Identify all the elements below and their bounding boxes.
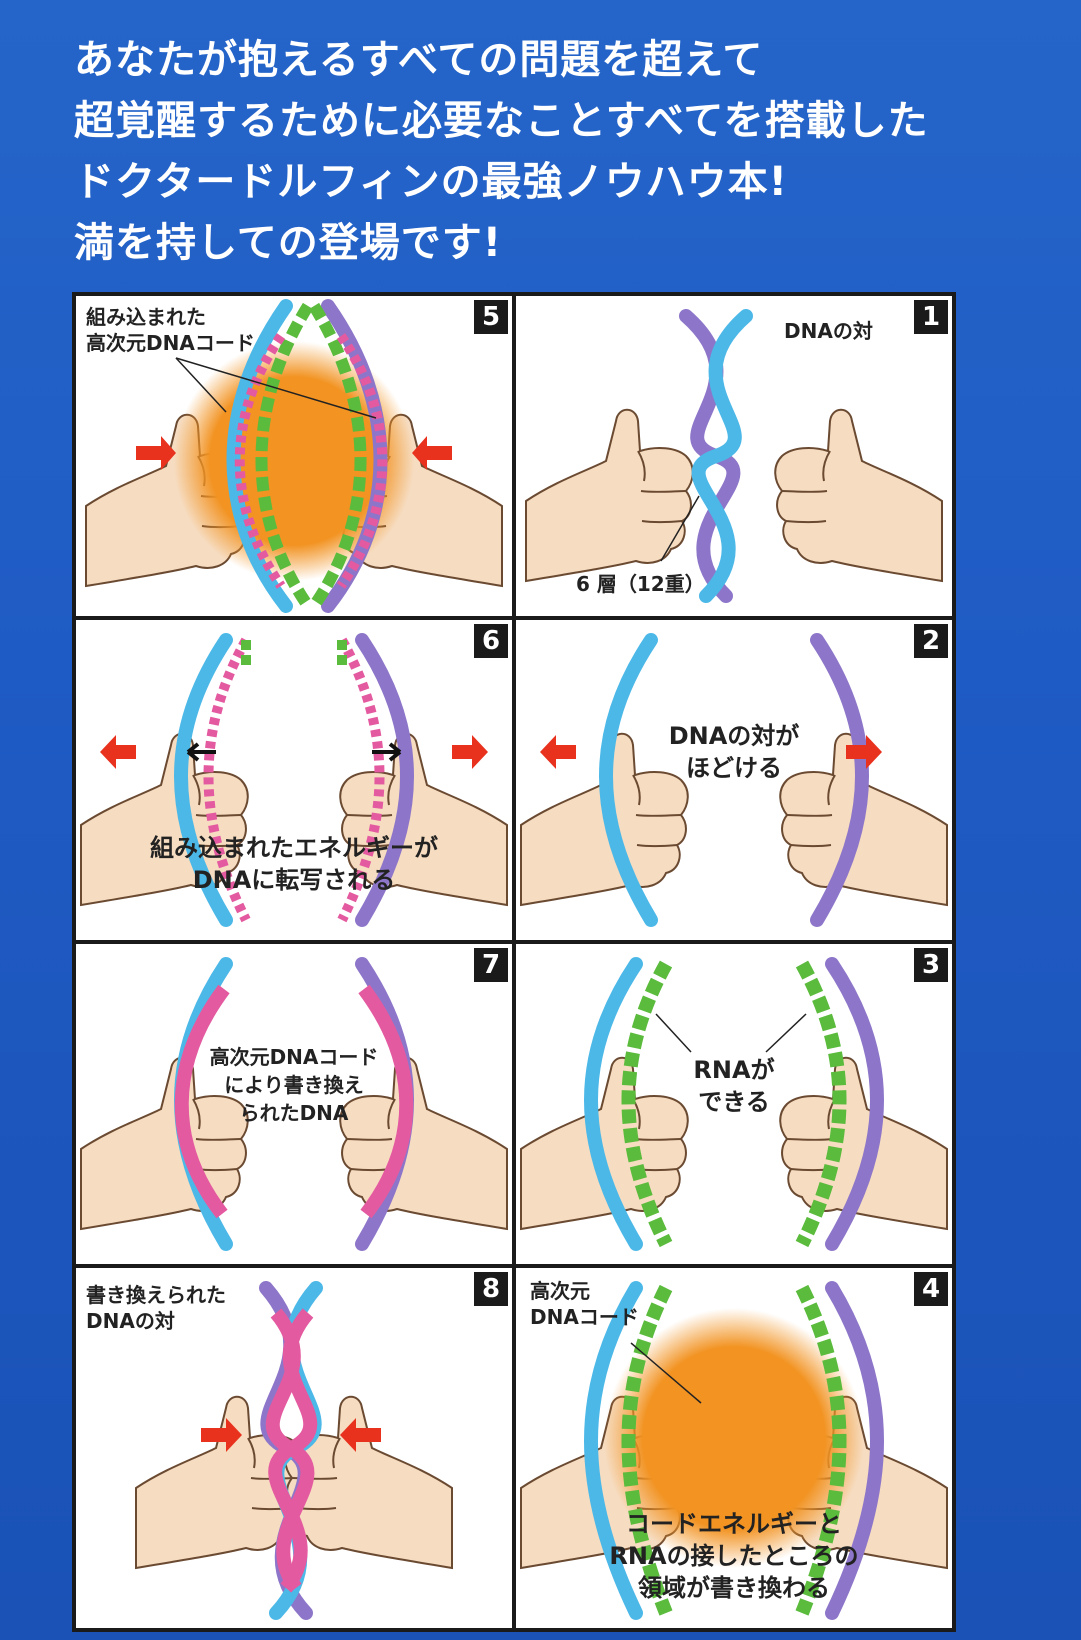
label-line-1: 書き換えられた: [86, 1283, 226, 1307]
dna-strand-blue: [584, 1281, 643, 1620]
arrow-left: [100, 735, 136, 769]
panel-8: 8 書き換えられた DNAの対: [76, 1268, 512, 1628]
panel-4-illustration: [520, 1281, 952, 1620]
headline-line-2: 超覚醒するために必要なことすべてを搭載した: [74, 98, 929, 144]
rewritten-right: [358, 984, 414, 1219]
headline-line-3: ドクタードルフィンの最強ノウハウ本!: [74, 159, 788, 205]
panel-1-illustration: [525, 309, 952, 603]
arrow-left: [340, 1418, 381, 1452]
dna-strand-blue: [584, 957, 643, 1251]
rna-strand-right: [795, 960, 847, 1248]
dna-strand-blue: [599, 633, 658, 927]
rewritten-left: [174, 984, 230, 1219]
code-strand-left: [234, 333, 286, 589]
dna-pair-label: DNAの対: [784, 319, 873, 343]
dna-strand-blue: [691, 309, 753, 603]
caption-line-2: DNAに転写される: [192, 866, 396, 894]
code-strand-right: [337, 637, 385, 923]
headline-line-4: 満を持しての登場です!: [74, 220, 503, 266]
caption-line-1: 組み込まれたエネルギーが: [150, 834, 438, 862]
caption-line-1: DNAの対が: [668, 722, 800, 750]
rna-strand-left: [621, 1284, 673, 1616]
caption-line-1: RNAが: [693, 1056, 775, 1084]
dna-strand-blue: [174, 633, 233, 927]
caption-line-2: ほどける: [686, 754, 782, 782]
panel-4: 4 高次元 DNAコード コードエネルギーと RNAの接したところの 領域が書き…: [516, 1268, 952, 1628]
caption-line-3: られたDNA: [239, 1101, 349, 1125]
rna-strand-right: [795, 1284, 847, 1616]
arrow-right: [201, 1418, 242, 1452]
panel-number: 3: [914, 948, 948, 982]
panel-number: 6: [474, 624, 508, 658]
panel-7-illustration: [80, 957, 512, 1251]
panel-6: 6 組み込まれたエネルギーが DNAに転写される: [76, 620, 512, 940]
panel-2-illustration: [520, 633, 952, 927]
caption-line-1: コードエネルギーと: [626, 1510, 842, 1538]
label-line-2: DNAコード: [530, 1305, 639, 1329]
dna-strand-purple: [355, 633, 414, 927]
caption-line-2: RNAの接したところの: [609, 1542, 859, 1570]
arrow-right: [846, 735, 882, 769]
dna-strand-purple: [825, 1281, 884, 1620]
dna-strand-purple: [810, 633, 869, 927]
panel-5-illustration: [85, 299, 512, 613]
label-line-1: 高次元: [530, 1279, 590, 1303]
panel-5: 5 組み込まれた 高次元DNAコード: [76, 296, 512, 616]
caption-line-2: により書き換え: [224, 1073, 364, 1097]
arrow-left: [540, 735, 576, 769]
code-strand-right: [336, 333, 388, 589]
headline: あなたが抱えるすべての問題を超えて 超覚醒するために必要なことすべてを搭載した …: [74, 30, 1054, 274]
dna-strand-blue: [226, 299, 293, 613]
code-strand-left: [203, 637, 251, 923]
panel-3-illustration: [520, 957, 952, 1251]
rna-strand-2: [308, 302, 367, 610]
arrow-right: [136, 436, 176, 470]
dna-strand-purple: [825, 957, 884, 1251]
panel-3: 3 RNAが できる: [516, 944, 952, 1264]
headline-line-1: あなたが抱えるすべての問題を超えて: [74, 37, 764, 83]
panel-8-illustration: [135, 1281, 512, 1620]
label-line-2: 高次元DNAコード: [86, 331, 255, 355]
rna-strand-1: [255, 302, 314, 610]
label-line-1: 組み込まれた: [86, 305, 206, 329]
energy-glow: [604, 1308, 864, 1568]
panel-2: 2 DNAの対が ほどける: [516, 620, 952, 940]
arrow-black-left: [186, 742, 216, 762]
panel-number: 8: [474, 1272, 508, 1306]
panel-7: 7 高次元DNAコード により書き換え られたDNA: [76, 944, 512, 1264]
rewritten-2: [268, 1308, 318, 1593]
panel-number: 5: [474, 300, 508, 334]
arrow-black-right: [372, 742, 402, 762]
panel-1: 1 DNAの対 6 層（12重）: [516, 296, 952, 616]
label-line-2: DNAの対: [86, 1309, 175, 1333]
layer-caption: 6 層（12重）: [576, 572, 705, 596]
panel-6-illustration: [80, 633, 512, 927]
panel-number: 4: [914, 1272, 948, 1306]
caption-line-2: できる: [698, 1088, 770, 1116]
caption-line-1: 高次元DNAコード: [209, 1045, 379, 1069]
rna-strand-left: [621, 960, 673, 1248]
arrow-left: [412, 436, 452, 470]
panel-number: 7: [474, 948, 508, 982]
panel-number: 2: [914, 624, 948, 658]
caption-line-3: 領域が書き換わる: [638, 1574, 830, 1602]
panel-number: 1: [914, 300, 948, 334]
arrow-right: [452, 735, 488, 769]
